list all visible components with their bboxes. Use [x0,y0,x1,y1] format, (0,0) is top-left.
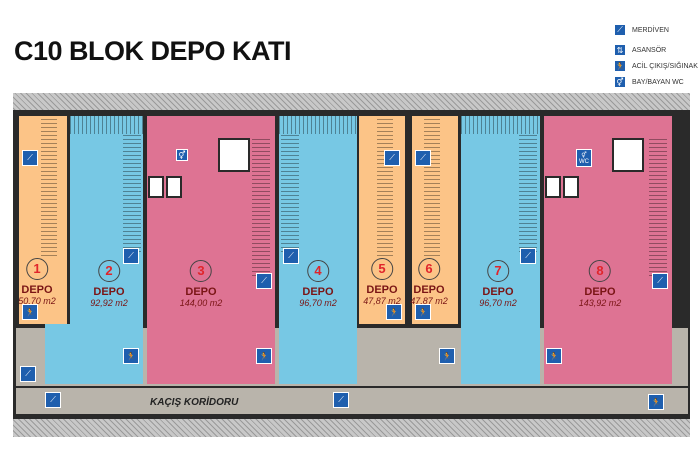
stairs-icon: ⟋ [20,366,36,382]
page-title: C10 BLOK DEPO KATI [14,36,292,66]
legend-wc: ⚥BAY/BAYAN WC [614,76,684,88]
unit-3 [147,116,275,384]
stairs-icon: ⟋ [614,24,626,36]
emergency-exit-icon: 🏃 [386,304,402,320]
stairs-icon: ⟋ [652,273,668,289]
emergency-exit-icon: 🏃 [415,304,431,320]
shaft [545,176,561,198]
stairs-icon: ⟋ [22,150,38,166]
emergency-exit-icon: 🏃 [123,348,139,364]
emergency-exit-icon: 🏃 [439,348,455,364]
stairs-icon: ⟋ [415,150,431,166]
stairs-icon: ⟋ [384,150,400,166]
unit-1 [19,116,67,324]
stairs-icon: ⟋ [520,248,536,264]
legend-elevator: ⇅ASANSÖR [614,44,666,56]
unit-8 [544,116,672,384]
emergency-exit-icon: 🏃 [546,348,562,364]
elevator-icon: ⇅ [614,44,626,56]
emergency-exit-icon: 🏃 [648,394,664,410]
wc-icon: ⚥ [176,149,188,161]
wc-icon: ⚥WC [576,149,592,167]
stairs-icon: ⟋ [283,248,299,264]
emergency-exit-icon: 🏃 [256,348,272,364]
legend-stairs: ⟋MERDİVEN [614,24,669,36]
stairs-icon: ⟋ [333,392,349,408]
stairs-icon: ⟋ [123,248,139,264]
emergency-exit-icon: 🏃 [22,304,38,320]
shaft [166,176,182,198]
legend-emergency: 🏃ACİL ÇIKIŞ/SIĞINAK [614,60,698,72]
emergency-exit-icon: 🏃 [614,60,626,72]
corridor-label: KAÇIŞ KORİDORU [150,397,239,408]
stairs-icon: ⟋ [256,273,272,289]
wc-icon: ⚥ [614,76,626,88]
shaft [148,176,164,198]
stairs-icon: ⟋ [45,392,61,408]
shaft [563,176,579,198]
elevator-shaft [612,138,644,172]
elevator-shaft [218,138,250,172]
escape-corridor [16,386,688,412]
unit-2-lower [45,324,75,384]
